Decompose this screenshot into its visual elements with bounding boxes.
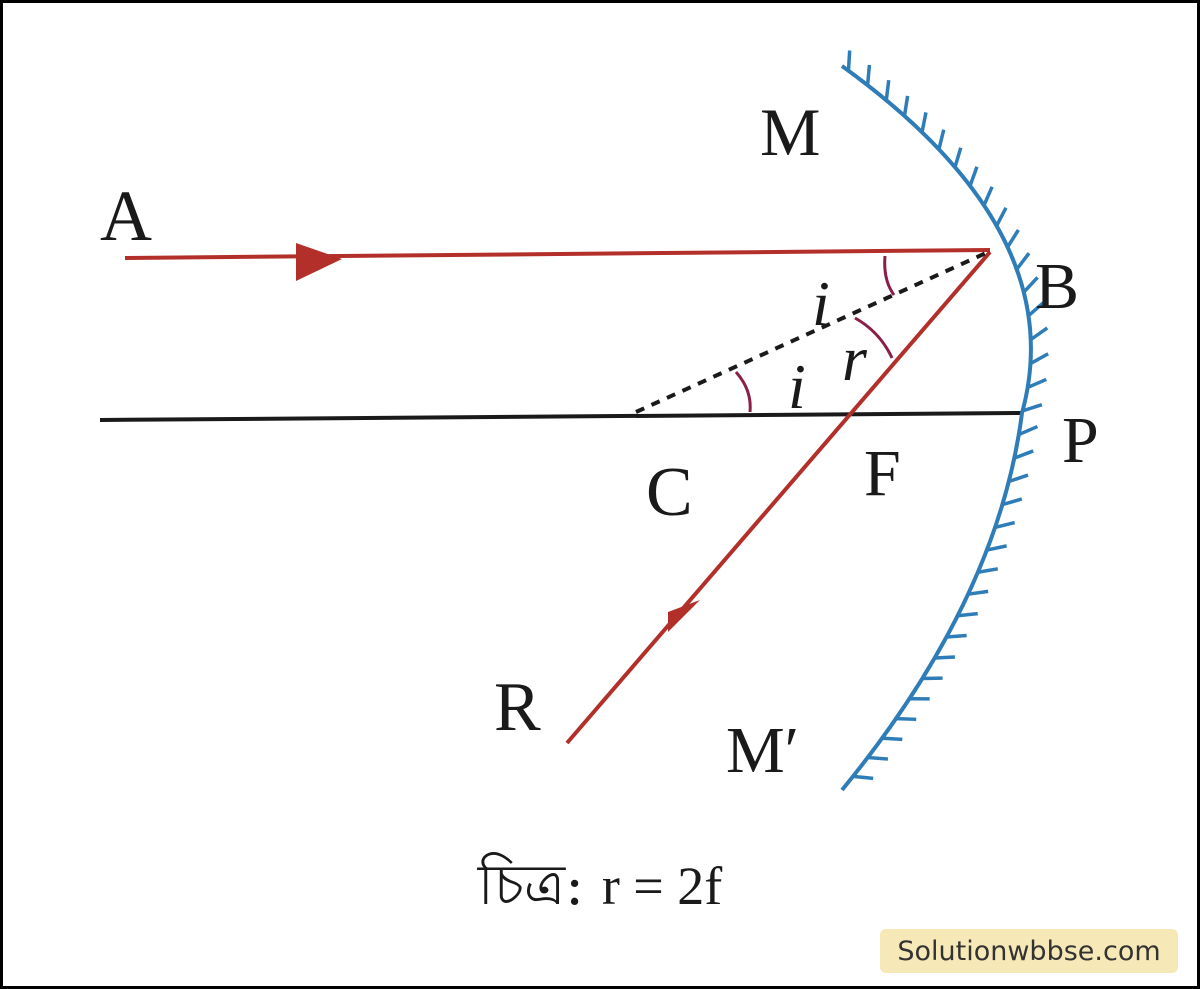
mirror-hatch-mark <box>957 611 978 618</box>
mirror-hatch-mark <box>867 755 889 761</box>
mirror-hatch-mark <box>1001 497 1023 507</box>
label-M-prime: M′ <box>726 714 799 787</box>
mirror-hatch-mark <box>865 64 872 86</box>
principal-axis <box>99 411 1023 422</box>
mirror-hatch-mark <box>977 567 999 574</box>
label-angle-r: r <box>842 323 868 394</box>
reflected-ray-arrow <box>668 600 700 632</box>
mirror-hatch-mark <box>902 95 910 117</box>
mirror-hatch-mark <box>1026 377 1047 390</box>
incident-ray-arrow <box>296 243 342 281</box>
mirror-hatch-mark <box>986 544 1008 552</box>
mirror-hatch-mark <box>1029 326 1049 342</box>
label-R: R <box>494 669 541 746</box>
mirror-hatch-mark <box>1022 403 1043 413</box>
mirror-hatch-mark <box>920 112 928 133</box>
label-A: A <box>100 176 152 256</box>
caption-equation: r = 2f <box>601 856 723 916</box>
label-angle-i-upper: i <box>812 268 830 339</box>
mirror-hatch-mark <box>1018 424 1039 437</box>
label-M: M <box>760 94 820 170</box>
mirror-hatch-mark <box>884 79 891 101</box>
mirror-hatch-mark <box>953 147 963 168</box>
label-C: C <box>646 454 693 531</box>
angle-arc-i-at-C <box>734 371 752 413</box>
mirror-hatch-mark <box>1013 449 1034 460</box>
mirror-hatch-mark <box>967 589 989 596</box>
mirror-hatch-mark <box>995 207 1008 227</box>
mirror-hatching <box>846 50 1050 781</box>
mirror-hatch-mark <box>1008 473 1029 484</box>
incident-ray <box>124 248 991 260</box>
mirror-hatch-mark <box>846 50 852 71</box>
mirror-hatch-mark <box>1022 276 1039 294</box>
reflected-ray <box>565 250 992 745</box>
label-B: B <box>1035 250 1079 323</box>
mirror-hatch-mark <box>1027 301 1045 318</box>
mirror-hatch-mark <box>968 166 979 187</box>
caption-prefix: চিত্র: <box>477 853 585 918</box>
concave-mirror <box>840 64 1033 792</box>
label-F: F <box>864 437 901 510</box>
label-P: P <box>1062 404 1099 477</box>
mirror-hatch-mark <box>937 129 946 150</box>
mirror-hatch-mark <box>895 716 917 722</box>
mirror-hatch-mark <box>982 186 994 207</box>
mirror-hatch-mark <box>1015 252 1031 271</box>
mirror-hatch-mark <box>994 520 1016 530</box>
mirror-hatch-mark <box>1029 352 1050 366</box>
normal-line <box>635 251 987 414</box>
mirror-hatch-mark <box>852 774 874 781</box>
figure-caption: চিত্র: r = 2f <box>0 842 1200 936</box>
label-angle-i-lower: i <box>788 351 806 422</box>
mirror-hatch-mark <box>946 633 967 639</box>
angle-arc-i-at-B <box>883 255 896 296</box>
mirror-hatch-mark <box>1006 229 1020 249</box>
mirror-hatch-mark <box>882 736 903 742</box>
site-watermark: Solutionwbbse.com <box>880 929 1178 973</box>
mirror-hatch-mark <box>934 655 955 660</box>
angle-arc-r-at-B <box>854 316 894 359</box>
